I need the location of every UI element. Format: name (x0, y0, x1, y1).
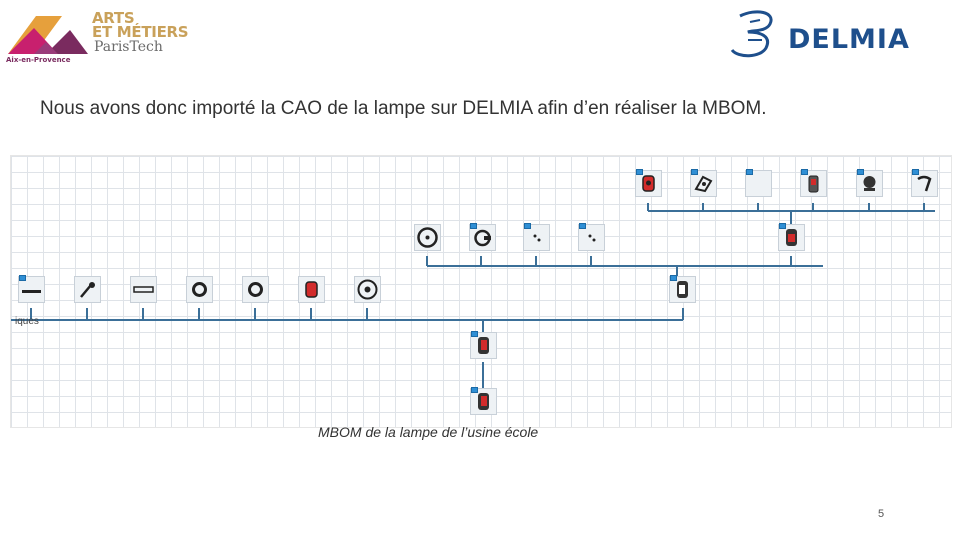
rod-icon (22, 290, 41, 293)
mbom-node[interactable] (523, 223, 550, 251)
mbom-node[interactable] (130, 276, 157, 303)
cube-icon (670, 275, 677, 281)
mbom-node[interactable] (242, 276, 269, 303)
mbom-node[interactable] (690, 169, 717, 197)
mbom-node[interactable] (470, 387, 497, 415)
tube-icon (133, 286, 154, 293)
truncated-node-label: iques (15, 316, 39, 327)
cube-icon (801, 169, 808, 175)
slide-heading: Nous avons donc importé la CAO de la lam… (40, 98, 767, 119)
mbom-node[interactable] (354, 276, 381, 303)
logo-line-et-metiers: ET MÉTIERS (92, 23, 189, 41)
clip-icon (474, 229, 491, 247)
3ds-mark-icon (730, 10, 773, 58)
mbom-node[interactable] (778, 223, 805, 251)
disk-icon (357, 279, 378, 300)
mbom-node[interactable] (414, 224, 441, 251)
page-number: 5 (878, 508, 885, 520)
mbom-node[interactable] (469, 223, 496, 251)
cube-icon (779, 223, 786, 229)
arts-et-metiers-mark-icon (8, 16, 88, 54)
mbom-node[interactable] (18, 275, 45, 303)
cube-icon (691, 169, 698, 175)
spoon-icon (80, 282, 95, 298)
mbom-node[interactable] (298, 276, 325, 303)
lamp-body-icon (808, 175, 819, 193)
washer-icon (248, 282, 263, 297)
lamp-assembly-icon (478, 393, 489, 410)
mbom-node[interactable] (745, 169, 772, 197)
mbom-node[interactable] (800, 169, 827, 197)
mbom-node[interactable] (669, 275, 696, 303)
cube-icon (857, 169, 864, 175)
blank-part-icon (746, 171, 771, 196)
mbom-node[interactable] (635, 169, 662, 197)
lamp-part-icon (305, 281, 318, 298)
logo-line-campus: Aix-en-Provence (6, 56, 71, 64)
delmia-logo: DELMIA (726, 10, 950, 62)
figure-caption: MBOM de la lampe de l’usine école (318, 424, 539, 440)
lamp-subassembly-icon (786, 229, 797, 246)
mbom-node[interactable] (578, 223, 605, 251)
cube-icon (470, 223, 477, 229)
mbom-node[interactable] (186, 276, 213, 303)
knob-icon (863, 176, 876, 191)
cube-icon (912, 169, 919, 175)
bracket-icon (694, 175, 713, 193)
mbom-node[interactable] (856, 169, 883, 197)
lamp-assembly-icon (478, 337, 489, 354)
mbom-node[interactable] (74, 276, 101, 303)
arts-et-metiers-logo: ARTS ET MÉTIERS ParisTech Aix-en-Provenc… (6, 10, 196, 68)
lamp-part-icon (642, 175, 655, 192)
mbom-tree-screenshot: iques (10, 155, 952, 428)
cube-icon (524, 223, 531, 229)
mbom-node[interactable] (911, 169, 938, 197)
screw-icon (588, 234, 596, 242)
lamp-assembly-icon (677, 281, 688, 298)
mbom-connectors (11, 203, 935, 388)
mbom-node[interactable] (470, 331, 497, 359)
cube-icon (636, 169, 643, 175)
logo-line-arts: ARTS (92, 9, 135, 27)
washer-icon (192, 282, 207, 297)
cube-icon (471, 331, 478, 337)
cube-icon (746, 169, 753, 175)
delmia-wordmark: DELMIA (788, 24, 910, 55)
cube-icon (579, 223, 586, 229)
screw-icon (533, 234, 541, 242)
hook-icon (917, 175, 932, 192)
cube-icon (471, 387, 478, 393)
logo-line-paristech: ParisTech (94, 39, 163, 55)
cube-icon (19, 275, 26, 281)
ring-icon (417, 227, 438, 248)
